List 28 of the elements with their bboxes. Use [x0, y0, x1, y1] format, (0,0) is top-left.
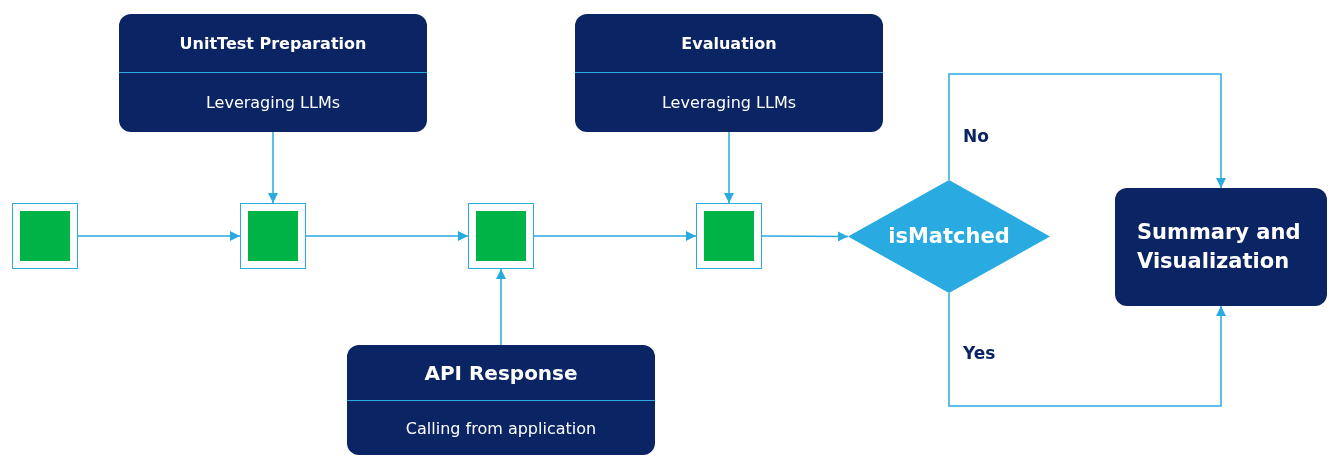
arrow [496, 268, 506, 346]
card-title: Evaluation [680, 32, 778, 55]
process-card [1115, 188, 1327, 306]
step-square [468, 203, 534, 269]
arrow [268, 131, 278, 204]
arrow [948, 73, 1226, 189]
card-subtitle: Leveraging LLMs [119, 72, 427, 132]
card-title: API Response [423, 359, 579, 387]
arrow [724, 131, 734, 204]
edge-label: No [963, 126, 989, 146]
arrow [305, 231, 469, 241]
step-square [696, 203, 762, 269]
process-card [119, 14, 427, 132]
card-subtitle: Leveraging LLMs [575, 72, 883, 132]
decision-label: isMatched [887, 223, 1011, 248]
card-title: Summary and Visualization [1136, 218, 1302, 275]
arrow [77, 231, 241, 241]
edge-label: Yes [963, 343, 996, 363]
step-square [12, 203, 78, 269]
arrow [761, 231, 849, 242]
decision-diamond [848, 180, 1050, 293]
arrow [948, 292, 1226, 407]
arrow [533, 231, 697, 241]
process-card [347, 345, 655, 455]
step-square [240, 203, 306, 269]
process-card [575, 14, 883, 132]
card-subtitle: Calling from application [347, 400, 655, 455]
card-title: UnitTest Preparation [178, 32, 368, 55]
